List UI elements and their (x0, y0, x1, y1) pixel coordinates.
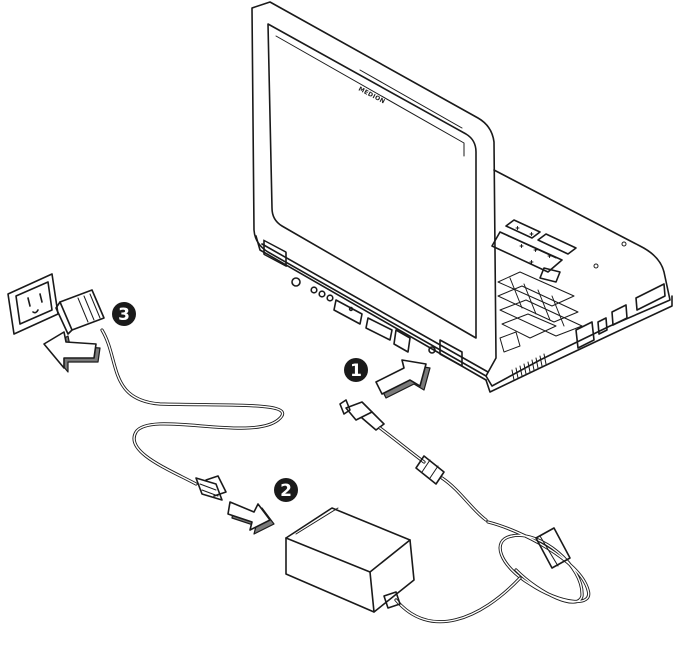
insert-arrow-icon (43, 331, 101, 373)
ferrite-bead (415, 455, 445, 485)
step-badge-1: 1 (344, 358, 368, 382)
vent-grille (511, 353, 547, 381)
step-badge-2: 2 (274, 478, 298, 502)
keyboard-icon (497, 271, 583, 353)
svg-text:1: 1 (350, 361, 362, 381)
ac-cable (100, 328, 285, 501)
wall-outlet-icon (7, 273, 105, 335)
brand-logo: MEDION (357, 86, 386, 106)
coiled-cable-bundle (486, 520, 591, 604)
power-adapter-icon (285, 507, 415, 613)
laptop-icon: MEDION (251, 1, 673, 393)
insert-arrow-icon (375, 359, 431, 399)
dc-plug-icon (339, 399, 385, 431)
dc-cable (339, 399, 591, 624)
ac-plug-icon (195, 475, 227, 501)
status-leds (515, 226, 552, 264)
svg-text:2: 2 (280, 481, 292, 501)
insert-arrow-icon (227, 501, 275, 535)
svg-text:3: 3 (118, 305, 130, 325)
step-badge-3: 3 (112, 302, 136, 326)
